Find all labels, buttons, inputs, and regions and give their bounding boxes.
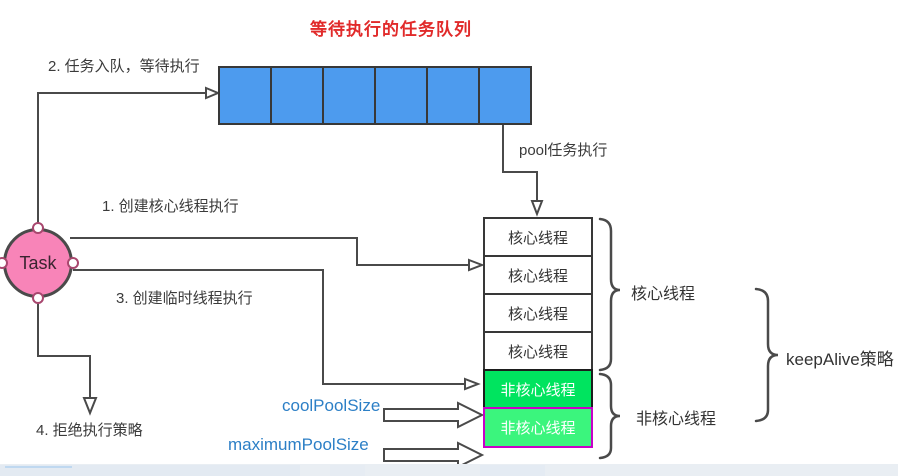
core-thread-label: 核心线程	[507, 229, 568, 247]
task-port-right	[67, 257, 79, 269]
label-pool-exec: pool任务执行	[519, 142, 608, 159]
bottom-strip-highlight	[5, 466, 72, 468]
brace-keepalive-icon	[754, 287, 779, 423]
noncore-thread-label: 非核心线程	[500, 381, 576, 399]
noncore-thread-label: 非核心线程	[500, 420, 576, 437]
core-thread-box: 核心线程	[483, 293, 593, 333]
connector-task-to-queue	[37, 92, 206, 228]
connector-create-core-thread	[70, 237, 469, 266]
queue-cell	[478, 66, 532, 125]
bottom-strip-patch	[0, 465, 300, 476]
core-thread-box: 核心线程	[483, 255, 593, 295]
noncore-thread-box-magenta: 非核心线程	[483, 407, 593, 448]
label-coolpoolsize: coolPoolSize	[282, 396, 381, 415]
brace-core-threads-icon	[598, 217, 621, 372]
label-maximumpoolsize: maximumPoolSize	[228, 435, 369, 454]
label-brace-core: 核心线程	[631, 286, 696, 303]
label-step2-enqueue: 2. 任务入队，等待执行	[48, 58, 200, 75]
block-arrow-coolpoolsize-icon	[383, 401, 485, 429]
arrowhead-temp-icon	[464, 377, 481, 391]
arrowhead-into-queue-icon	[205, 86, 221, 100]
connector-queue-to-stack	[502, 125, 538, 201]
bottom-strip-patch	[480, 465, 545, 476]
task-queue	[218, 66, 532, 125]
task-node-label: Task	[19, 252, 57, 273]
label-step3-create-temp: 3. 创建临时线程执行	[116, 290, 253, 307]
task-node: Task	[3, 228, 73, 298]
diagram-title: 等待执行的任务队列	[310, 20, 472, 39]
thread-stack: 核心线程 核心线程 核心线程 核心线程 非核心线程 非核心线程	[483, 217, 593, 448]
task-port-bottom	[32, 292, 44, 304]
core-thread-label: 核心线程	[507, 305, 568, 323]
arrowhead-into-stack-icon	[530, 200, 544, 217]
label-step4-reject-policy: 4. 拒绝执行策略	[36, 422, 143, 439]
core-thread-box: 核心线程	[483, 217, 593, 257]
connector-create-temp-thread	[73, 269, 465, 385]
label-brace-keepalive: keepAlive策略	[786, 350, 894, 369]
core-thread-box: 核心线程	[483, 331, 593, 371]
task-port-left	[0, 257, 8, 269]
queue-cell	[270, 66, 324, 125]
block-arrow-maximumpoolsize-icon	[383, 441, 485, 469]
label-brace-noncore: 非核心线程	[636, 411, 717, 428]
queue-cell	[218, 66, 272, 125]
arrowhead-core-icon	[468, 258, 485, 272]
core-thread-label: 核心线程	[507, 267, 568, 285]
core-thread-label: 核心线程	[507, 343, 568, 361]
task-port-top	[32, 222, 44, 234]
brace-noncore-threads-icon	[598, 372, 621, 460]
arrowhead-reject-icon	[82, 397, 98, 416]
queue-cell	[426, 66, 480, 125]
label-step1-create-core: 1. 创建核心线程执行	[102, 198, 239, 215]
bottom-strip-patch	[330, 465, 365, 476]
queue-cell	[374, 66, 428, 125]
connector-reject-policy	[37, 298, 91, 398]
queue-cell	[322, 66, 376, 125]
noncore-thread-box: 非核心线程	[483, 369, 593, 409]
